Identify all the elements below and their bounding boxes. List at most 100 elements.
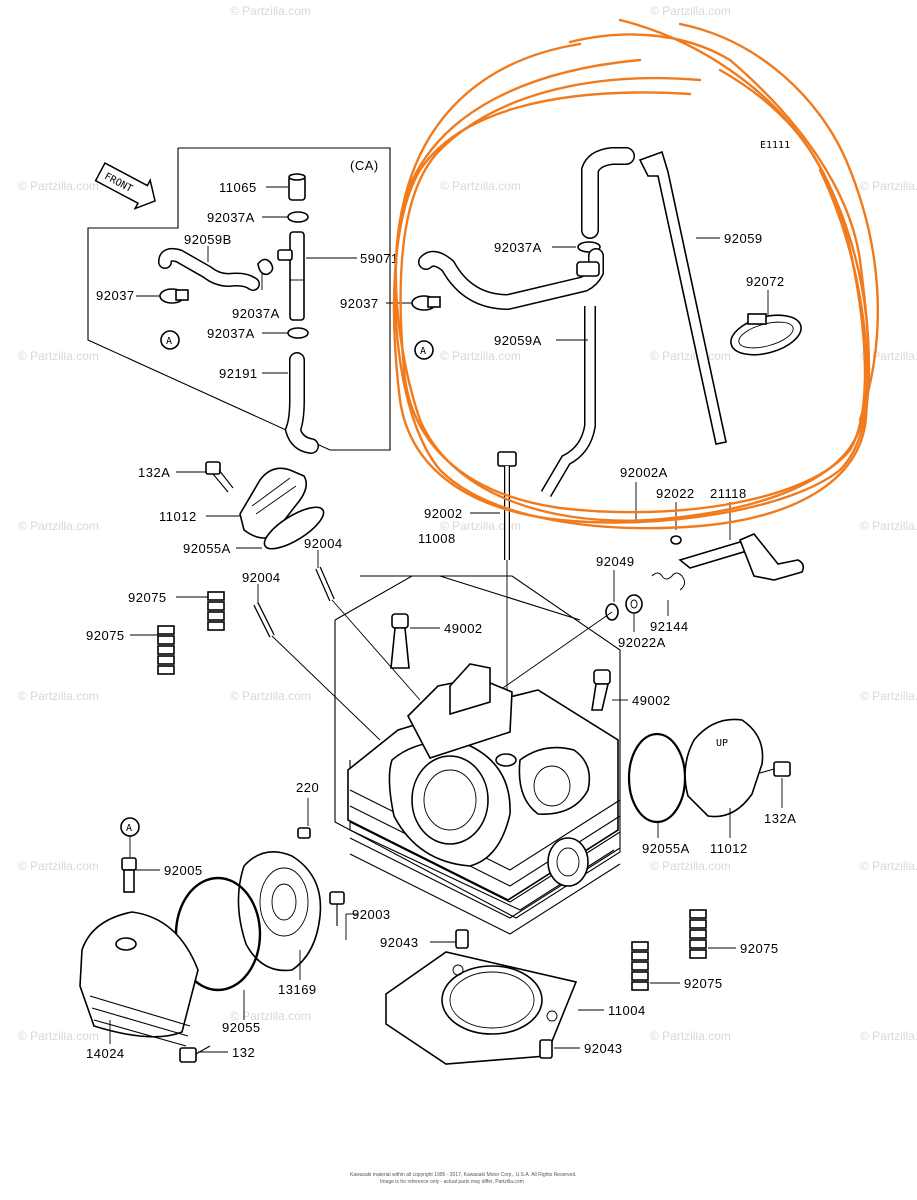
label-92055a: 92055A (183, 541, 231, 556)
part-92075-shim-stack (157, 591, 707, 991)
label-92037: 92037 (340, 296, 379, 311)
part-number-labels: 11065 92037A 92059B 59071 92037 92037A 9… (86, 180, 796, 1061)
watermark: © Partzilla.com (440, 519, 521, 533)
part-59071-valve (277, 231, 305, 321)
part-13169-cover (237, 850, 322, 972)
watermark: © Partzilla.com (18, 689, 99, 703)
watermarks: © Partzilla.com © Partzilla.com © Partzi… (18, 4, 917, 1043)
label-132: 132 (232, 1045, 255, 1060)
part-92055a-oring (263, 506, 325, 550)
label-59071: 59071 (360, 251, 399, 266)
label-92043: 92043 (380, 935, 419, 950)
label-92191: 92191 (219, 366, 258, 381)
label-14024: 14024 (86, 1046, 125, 1061)
label-11012: 11012 (710, 841, 748, 856)
leader-lines (109, 186, 783, 1053)
watermark: © Partzilla.com (860, 179, 917, 193)
label-92003: 92003 (352, 907, 391, 922)
part-132a-bolt-right (759, 761, 791, 777)
label-92059: 92059 (724, 231, 763, 246)
detail-a-label: A (420, 346, 426, 357)
footer-copyright: Kawasaki material within all copyright 1… (350, 1172, 577, 1178)
part-92003-bolt (329, 891, 345, 926)
orange-highlight-scribble (392, 18, 880, 530)
detail-a-marker (414, 340, 434, 360)
part-92037-clamp-right (411, 295, 441, 311)
label-11004: 11004 (608, 1003, 646, 1018)
label-21118: 21118 (710, 486, 747, 501)
label-92059b: 92059B (184, 232, 232, 247)
watermark: © Partzilla.com (18, 349, 99, 363)
watermark: © Partzilla.com (650, 1029, 731, 1043)
label-92075: 92075 (86, 628, 125, 643)
label-49002: 49002 (632, 693, 671, 708)
part-92072-clamp (730, 313, 802, 356)
label-92037a: 92037A (207, 210, 255, 225)
diagram-code: E1111 (760, 140, 790, 151)
label-11008: 11008 (418, 531, 456, 546)
label-92037a: 92037A (207, 326, 255, 341)
part-132a-bolt (205, 461, 234, 493)
watermark: © Partzilla.com (230, 1009, 311, 1023)
label-220: 220 (296, 780, 319, 795)
detail-a-label: A (166, 336, 172, 347)
watermark: © Partzilla.com (860, 689, 917, 703)
leader (499, 611, 613, 691)
part-92059b-hose (158, 247, 260, 291)
part-11012-cover (239, 467, 308, 539)
part-92043-dowel (455, 929, 553, 1059)
part-92191-hose (284, 352, 319, 454)
part-92037a-clamp (257, 211, 309, 339)
label-92037: 92037 (96, 288, 135, 303)
watermark: © Partzilla.com (650, 4, 731, 18)
part-92005-plug (121, 857, 137, 893)
watermark: © Partzilla.com (230, 4, 311, 18)
part-11065-cap (288, 173, 306, 201)
part-49002-valve (390, 613, 611, 711)
watermark: © Partzilla.com (18, 1029, 99, 1043)
label-92075: 92075 (128, 590, 167, 605)
label-92055a: 92055A (642, 841, 690, 856)
part-92144-spring (651, 572, 685, 591)
watermark: © Partzilla.com (18, 179, 99, 193)
part-11004-gasket (385, 951, 578, 1065)
part-14024-cover (79, 911, 199, 1047)
label-92072: 92072 (746, 274, 785, 289)
label-92002a: 92002A (620, 465, 668, 480)
label-92055: 92055 (222, 1020, 261, 1035)
watermark: © Partzilla.com (650, 349, 731, 363)
footer-disclaimer: Image is for reference only - actual par… (380, 1179, 524, 1185)
part-11008-leader (360, 575, 581, 621)
label-49002: 49002 (444, 621, 483, 636)
label-132a: 132A (138, 465, 170, 480)
watermark: © Partzilla.com (860, 519, 917, 533)
label-92004: 92004 (242, 570, 281, 585)
watermark: © Partzilla.com (440, 349, 521, 363)
watermark: © Partzilla.com (440, 179, 521, 193)
part-92059a-hose (418, 248, 604, 498)
detail-a-label: A (126, 823, 132, 834)
label-92037a: 92037A (232, 306, 280, 321)
label-92059a: 92059A (494, 333, 542, 348)
part-92037-clamp (159, 288, 189, 304)
region-label: (CA) (350, 158, 379, 173)
part-92004-stud (253, 566, 421, 741)
label-92022a: 92022A (618, 635, 666, 650)
label-92043: 92043 (584, 1041, 623, 1056)
label-92075: 92075 (740, 941, 779, 956)
watermark: © Partzilla.com (18, 519, 99, 533)
label-92049: 92049 (596, 554, 635, 569)
part-92059-hose (581, 147, 727, 445)
svg-text:UP: UP (716, 738, 728, 749)
front-arrow-icon: FRONT (94, 162, 156, 210)
part-92022a-washer (605, 594, 643, 621)
label-13169: 13169 (278, 982, 317, 997)
ca-inset-frame: (CA) (87, 147, 391, 451)
part-11012-cover-right: UP (684, 718, 764, 818)
label-11065: 11065 (219, 180, 257, 195)
part-21118-lever (670, 533, 805, 581)
label-92075: 92075 (684, 976, 723, 991)
cylinder-head (334, 575, 621, 935)
